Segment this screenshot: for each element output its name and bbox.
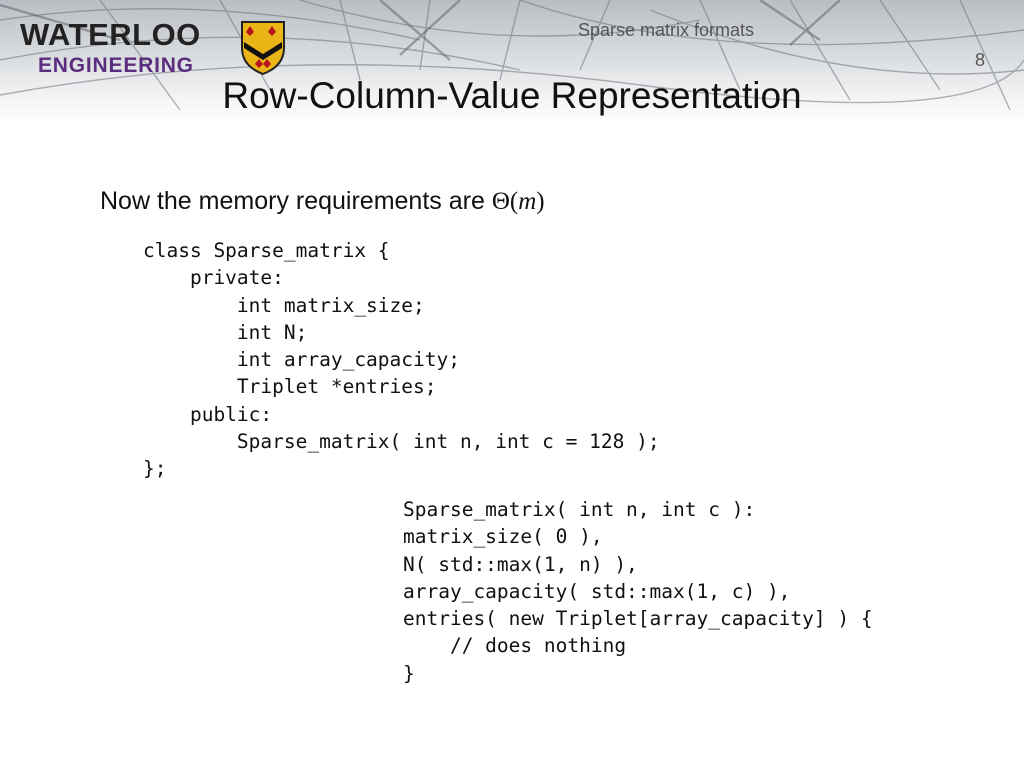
- code-line: class Sparse_matrix {: [143, 239, 390, 262]
- slide-title: Row-Column-Value Representation: [222, 75, 802, 116]
- logo-waterloo-text: WATERLOO: [20, 17, 201, 52]
- logo-engineering-text: ENGINEERING: [38, 54, 194, 77]
- memory-statement: Now the memory requirements are Θ(m): [100, 186, 545, 217]
- page-number: 8: [974, 50, 985, 70]
- deck-subtitle: Sparse matrix formats: [577, 20, 754, 40]
- crest-shield-icon: [241, 21, 285, 76]
- class-definition-code-block: class Sparse_matrix { private: int matri…: [143, 237, 660, 483]
- code-line: Sparse_matrix( int n, int c ):: [403, 498, 756, 521]
- code-line: N( std::max(1, n) ),: [403, 552, 638, 576]
- code-line: Triplet *entries;: [143, 375, 437, 399]
- code-line: int array_capacity;: [143, 348, 460, 372]
- code-line: public:: [143, 402, 273, 426]
- theta-m-expression: Θ(m): [491, 188, 545, 215]
- code-line: int matrix_size;: [143, 293, 425, 317]
- code-line: };: [143, 457, 167, 481]
- waterloo-engineering-logo: WATERLOO ENGINEERING: [18, 18, 293, 80]
- header-background: [0, 0, 1024, 125]
- code-line: array_capacity( std::max(1, c) ),: [403, 579, 791, 603]
- code-line: private:: [143, 266, 284, 290]
- constructor-code-block: Sparse_matrix( int n, int c ): matrix_si…: [403, 496, 873, 687]
- code-line: entries( new Triplet[array_capacity] ) {: [403, 607, 873, 631]
- code-line: matrix_size( 0 ),: [403, 525, 603, 549]
- code-line: Sparse_matrix( int n, int c = 128 );: [143, 430, 660, 454]
- statement-text: Now the memory requirements are: [100, 187, 492, 215]
- code-line: }: [403, 661, 415, 685]
- code-line: int N;: [143, 320, 308, 344]
- code-line: // does nothing: [403, 634, 627, 658]
